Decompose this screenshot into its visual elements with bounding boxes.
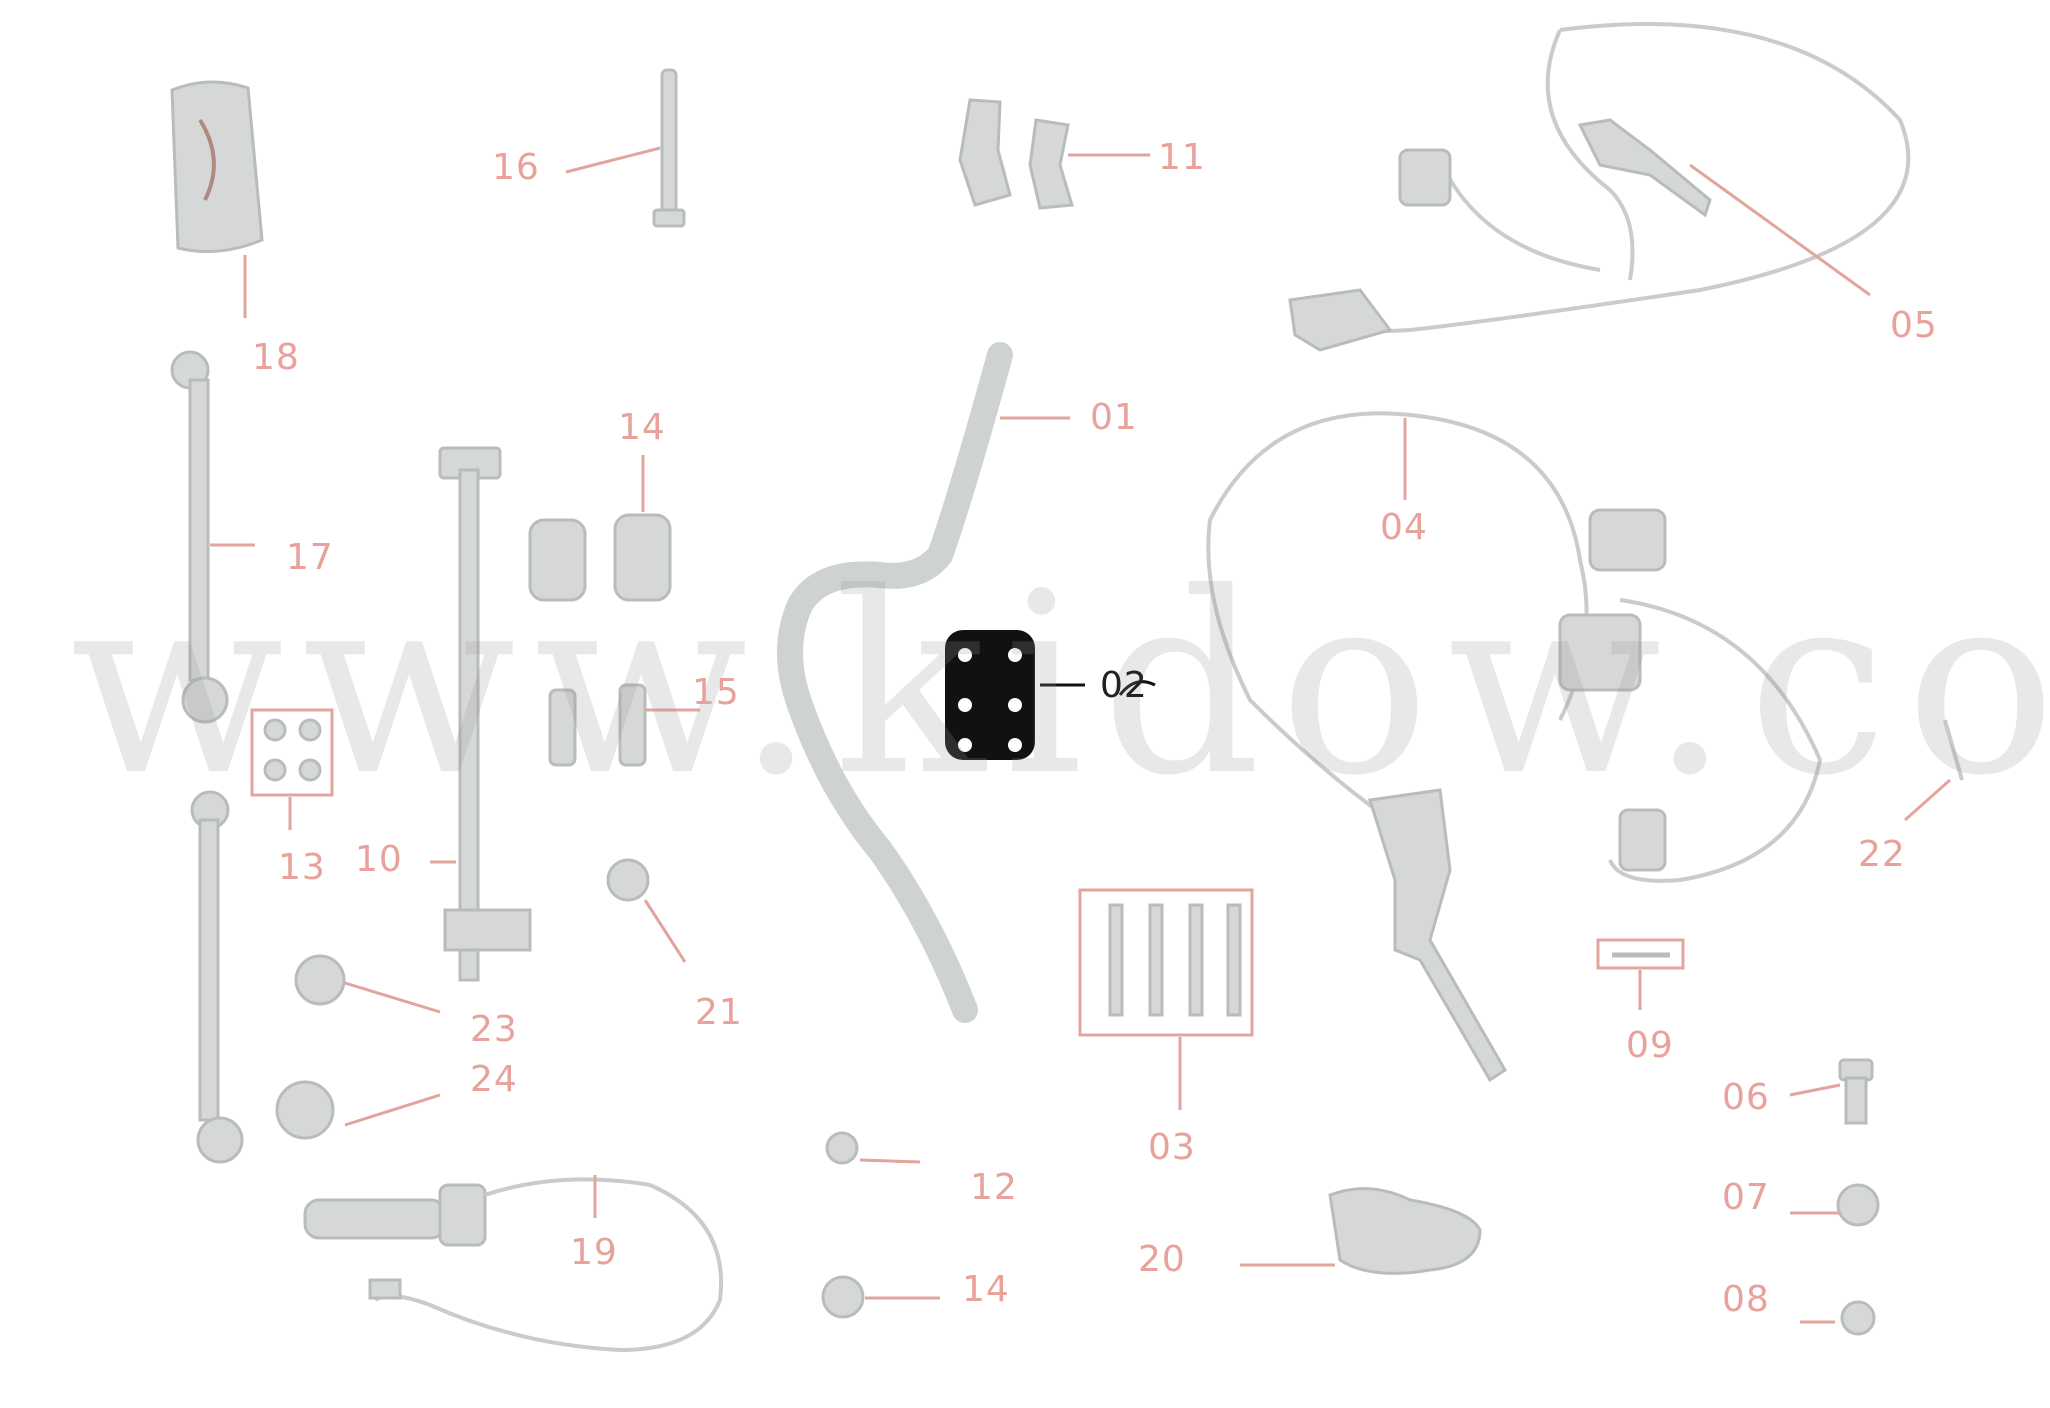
washer-08 [1840, 1300, 1876, 1336]
grip-18 [170, 80, 264, 254]
label-01: 01 [1090, 397, 1138, 438]
label-07: 07 [1722, 1177, 1770, 1218]
clamp-11 [958, 98, 1074, 210]
brake-assembly-04 [1206, 411, 1823, 1083]
clip-09 [1596, 938, 1685, 970]
pin-22 [1943, 719, 1964, 781]
tie-rod-lower [190, 790, 244, 1164]
leader-21 [643, 899, 687, 963]
leader-12 [859, 1158, 921, 1164]
washer-21 [606, 858, 650, 902]
label-14-bottom: 14 [962, 1269, 1010, 1310]
bolt-set-03 [1078, 888, 1254, 1037]
bush-14 [528, 513, 672, 602]
label-11: 11 [1158, 137, 1206, 178]
label-22: 22 [1858, 834, 1906, 875]
leader-06 [1789, 1083, 1841, 1097]
label-17: 17 [286, 537, 334, 578]
label-02: 02 [1100, 665, 1148, 706]
label-12: 12 [970, 1167, 1018, 1208]
label-13: 13 [278, 847, 326, 888]
leader-16 [565, 146, 661, 174]
leader-02-hook [1118, 680, 1156, 696]
nut-set-13 [250, 708, 334, 797]
leader-05 [1689, 163, 1871, 297]
label-23: 23 [470, 1009, 518, 1050]
leader-24 [344, 1093, 441, 1127]
label-04: 04 [1380, 507, 1428, 548]
bearing-23 [294, 954, 346, 1006]
bearing-24 [275, 1080, 335, 1140]
label-19: 19 [570, 1232, 618, 1273]
label-03: 03 [1148, 1127, 1196, 1168]
label-15: 15 [692, 672, 740, 713]
handlebar-01 [777, 342, 1013, 1023]
bolt-16 [652, 68, 686, 228]
label-08: 08 [1722, 1279, 1770, 1320]
tie-rod-17 [170, 350, 229, 724]
nut-14 [821, 1275, 865, 1319]
part-02-highlighted [945, 630, 1035, 760]
label-06: 06 [1722, 1077, 1770, 1118]
label-16: 16 [492, 147, 540, 188]
leader-23 [344, 981, 441, 1014]
nut-07 [1836, 1183, 1880, 1227]
leader-22 [1904, 778, 1951, 822]
brake-cable-05 [1288, 22, 1911, 352]
throttle-19 [303, 1177, 724, 1353]
bolt-06 [1838, 1058, 1874, 1125]
label-05: 05 [1890, 305, 1938, 346]
label-18: 18 [252, 337, 300, 378]
nut-12 [825, 1131, 859, 1165]
label-24: 24 [470, 1059, 518, 1100]
bracket-20 [1328, 1187, 1482, 1275]
label-21: 21 [695, 992, 743, 1033]
label-10: 10 [355, 839, 403, 880]
bush-15 [548, 683, 647, 767]
steering-column-10 [438, 446, 532, 982]
label-09: 09 [1626, 1025, 1674, 1066]
label-14-top: 14 [618, 407, 666, 448]
label-20: 20 [1138, 1239, 1186, 1280]
